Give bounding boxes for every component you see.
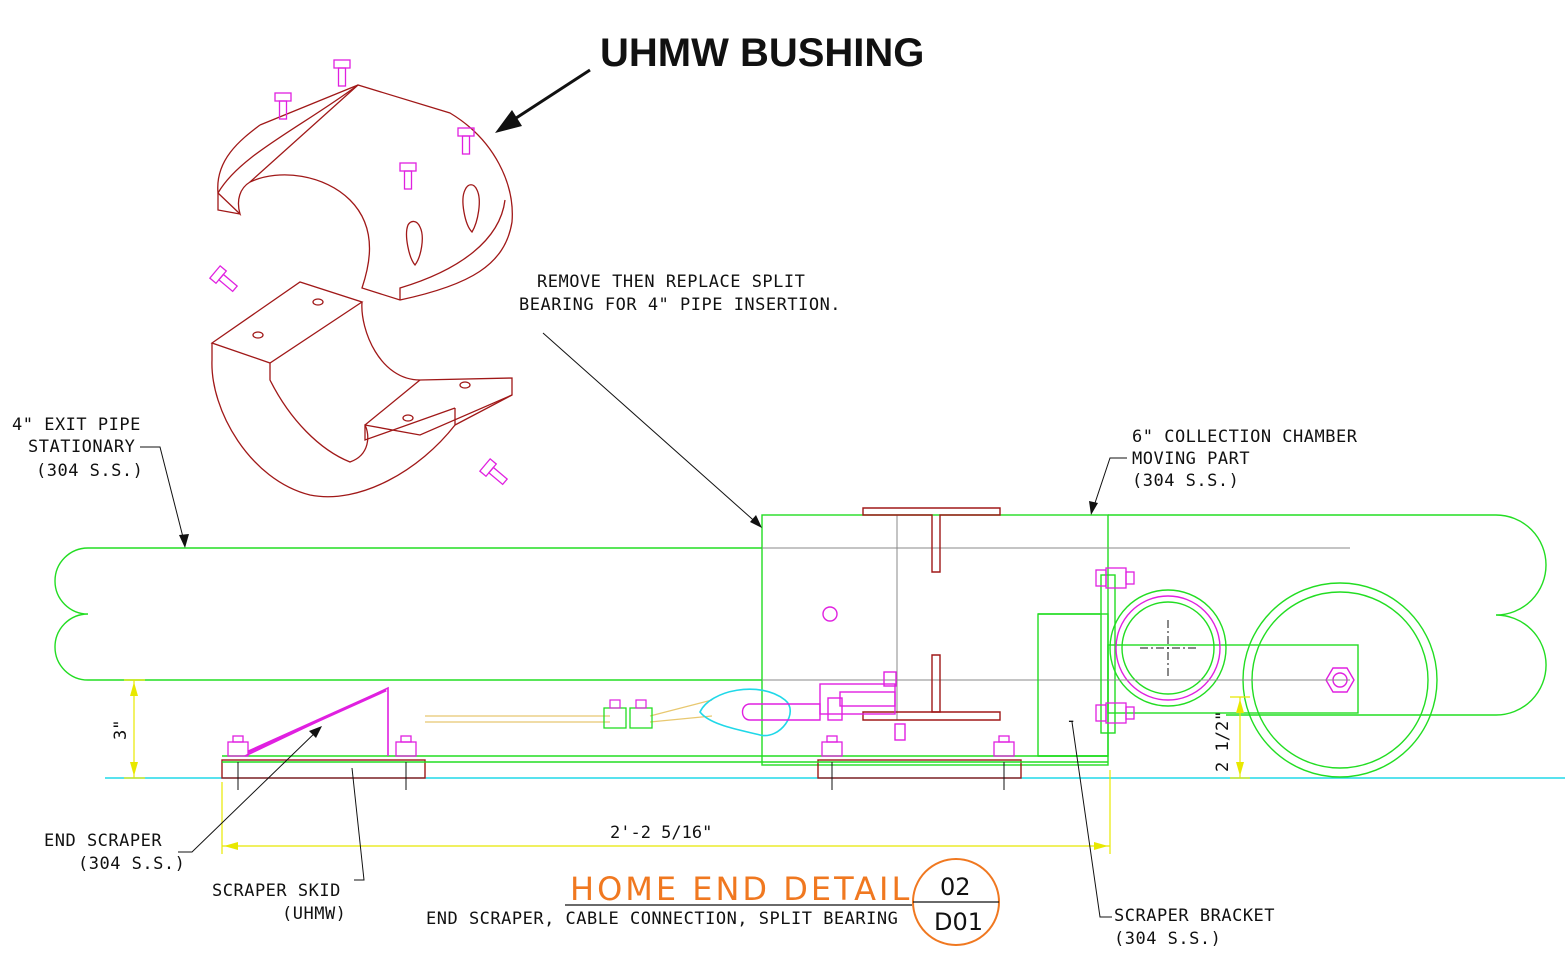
skid-rails (222, 755, 1108, 763)
note-split-bearing-line2: BEARING FOR 4" PIPE INSERTION. (519, 295, 841, 315)
dim-length: 2'-2 5/16" (610, 823, 712, 843)
screw (457, 127, 475, 155)
skid-bolts (227, 735, 1015, 757)
shackle (741, 671, 906, 741)
cable-clamps (603, 707, 653, 729)
label-bracket-line1: SCRAPER BRACKET (1114, 906, 1275, 926)
scraper-bracket (1037, 574, 1359, 757)
bushing-title: UHMW BUSHING (600, 31, 924, 75)
end-scraper (244, 686, 389, 757)
t-bar (862, 507, 1001, 721)
screw (208, 264, 239, 293)
bushing-screws (208, 59, 509, 486)
label-exit-pipe-line2: STATIONARY (28, 437, 135, 457)
cable-clamp-nuts (609, 699, 647, 709)
detail-number: 02 (940, 873, 971, 901)
bracket-bolts (1095, 567, 1135, 724)
label-chamber-line1: 6" COLLECTION CHAMBER (1132, 427, 1358, 447)
label-skid-line2: (UHMW) (282, 904, 346, 924)
screw (333, 59, 351, 87)
bracket-leader-mark: - (1066, 711, 1077, 731)
detail-sheet: D01 (934, 908, 983, 936)
uhmw-bushing-drawing (210, 84, 513, 498)
thimble (699, 688, 791, 737)
label-end-scraper-line1: END SCRAPER (44, 831, 162, 851)
split-bearing (1109, 589, 1227, 707)
label-skid-line1: SCRAPER SKID (212, 881, 341, 901)
screw (478, 457, 509, 486)
screw (274, 92, 292, 120)
note-split-bearing-line1: REMOVE THEN REPLACE SPLIT (537, 272, 805, 292)
cable (425, 699, 713, 723)
leader-arrows (179, 501, 1098, 738)
title-arrow (495, 68, 591, 133)
screw (399, 162, 417, 190)
detail-subtitle: END SCRAPER, CABLE CONNECTION, SPLIT BEA… (426, 909, 898, 929)
chamber-hole (822, 606, 838, 622)
dim-height-left: 3" (111, 720, 131, 740)
scraper-skid-left (221, 759, 426, 779)
detail-title: HOME END DETAIL (570, 870, 912, 908)
label-chamber-line3: (304 S.S.) (1132, 471, 1239, 491)
dim-height-right: 2 1/2" (1213, 711, 1233, 772)
label-bracket-line2: (304 S.S.) (1114, 929, 1221, 949)
label-chamber-line2: MOVING PART (1132, 449, 1250, 469)
skid-bolt-shanks (237, 762, 1005, 790)
collection-chamber (761, 514, 1547, 766)
label-exit-pipe-line3: (304 S.S.) (36, 461, 143, 481)
exit-pipe (54, 547, 762, 681)
scraper-skid-right (817, 759, 1022, 779)
dimension-arrows (130, 682, 1244, 850)
label-end-scraper-line2: (304 S.S.) (78, 854, 185, 874)
label-exit-pipe-line1: 4" EXIT PIPE (12, 415, 141, 435)
leader-lines (140, 332, 1127, 918)
